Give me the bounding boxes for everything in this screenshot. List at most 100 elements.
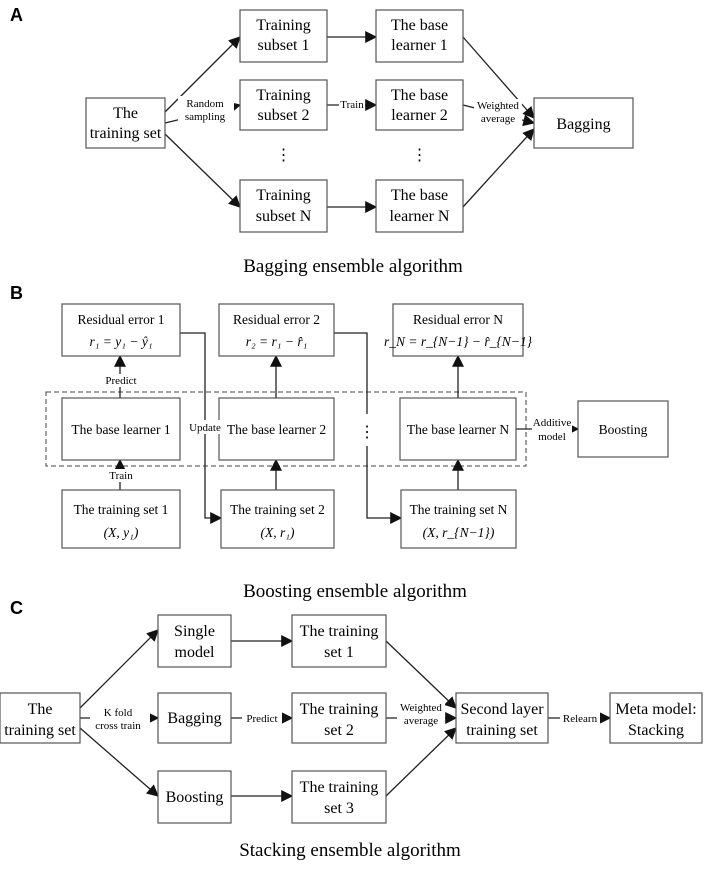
second-layer-label-line1: Second layer xyxy=(460,701,544,718)
residual-2-formula: r₂ = r₁ − r̂₁ xyxy=(246,334,308,349)
box-residual-n xyxy=(392,303,524,357)
train-label: Train xyxy=(340,99,364,111)
c-boosting-label: Boosting xyxy=(166,789,224,806)
c-predict-label-bg xyxy=(242,711,282,725)
boost-trainset-n-formula: (X, r_{N−1}) xyxy=(423,525,495,540)
meta-model-label-line2: Stacking xyxy=(628,722,684,739)
c-trainset-3-label-line1: The training xyxy=(300,779,379,796)
update-label: Update xyxy=(189,422,221,434)
boost-trainset-n-title: The training set N xyxy=(410,502,508,517)
connector-c-trainingset-boosting xyxy=(79,727,159,797)
box-c-training-set xyxy=(0,692,81,744)
meta-model-label-line1: Meta model: xyxy=(615,701,696,718)
box-boost-trainset-n xyxy=(400,489,517,549)
sampling-label-bg xyxy=(178,96,234,124)
boost-trainset-1-title: The training set 1 xyxy=(74,502,169,517)
connector-c-trainset3-second xyxy=(385,727,457,797)
single-model-label-line1: Single xyxy=(174,623,215,640)
panel-b-letter: B xyxy=(10,283,23,303)
box-boost-learner-n xyxy=(399,397,517,461)
boost-ellipsis: ⋮ xyxy=(359,424,375,441)
learner-n-label-line2: learner N xyxy=(390,208,450,225)
c-trainset-3-label-line2: set 3 xyxy=(324,800,354,817)
train-label-bg xyxy=(339,97,365,111)
box-learner-n xyxy=(375,179,464,233)
panel-b-title: Boosting ensemble algorithm xyxy=(243,581,467,602)
box-c-trainset-3 xyxy=(291,770,387,824)
relearn-label-bg xyxy=(560,711,600,725)
subset-2-label-line2: subset 2 xyxy=(258,107,310,124)
panel-c: C The training set Single model Bagging … xyxy=(0,598,703,861)
boost-train-label: Train xyxy=(109,470,133,482)
c-trainset-2-label-line2: set 2 xyxy=(324,722,354,739)
box-subset-2 xyxy=(239,79,328,131)
random-sampling-label-line2: sampling xyxy=(185,111,226,123)
predict-label: Predict xyxy=(105,375,136,387)
box-c-trainset-2 xyxy=(291,692,387,744)
residual-1-title: Residual error 1 xyxy=(78,312,165,327)
learner-1-label-line1: The base xyxy=(391,17,448,34)
c-trainset-2-label-line1: The training xyxy=(300,701,379,718)
additive-model-label-line1: Additive xyxy=(533,417,572,429)
c-weighted-label-bg xyxy=(397,701,445,731)
c-predict-label: Predict xyxy=(246,713,277,725)
box-boost-trainset-2 xyxy=(220,489,335,549)
c-weighted-label-line2: average xyxy=(404,715,438,727)
kfold-label-line2: cross train xyxy=(95,720,141,732)
panel-b: B Residual error 1 r₁ = y₁ − ŷ₁ Residual… xyxy=(10,283,669,602)
training-set-label-line2: training set xyxy=(90,125,162,142)
panel-c-title: Stacking ensemble algorithm xyxy=(239,840,461,861)
box-c-boosting xyxy=(157,770,232,824)
connector-trainingset-subsetn xyxy=(164,133,241,208)
box-second-layer xyxy=(455,692,549,744)
c-training-set-label-line1: The xyxy=(28,701,53,718)
boost-learner-1-label: The base learner 1 xyxy=(71,422,170,437)
box-boost-trainset-1 xyxy=(61,489,181,549)
connector-c-trainset1-second xyxy=(385,640,457,709)
subset-n-label-line2: subset N xyxy=(256,208,312,225)
box-residual-1 xyxy=(61,303,181,357)
boost-train-label-bg xyxy=(108,469,134,482)
kfold-label-line1: K fold xyxy=(104,707,133,719)
panel-a-title: Bagging ensemble algorithm xyxy=(243,256,463,277)
subset-1-label-line1: Training xyxy=(256,17,311,34)
boost-trainset-2-formula: (X, r₁) xyxy=(261,525,295,540)
box-single-model xyxy=(157,614,232,668)
box-c-trainset-1 xyxy=(291,614,387,668)
boost-ellipsis-bg xyxy=(357,414,377,446)
c-trainset-1-label-line1: The training xyxy=(300,623,379,640)
connector-learner1-bagging xyxy=(462,36,535,119)
additive-model-label-line2: model xyxy=(538,431,566,443)
weighted-average-label-line2: average xyxy=(481,113,515,125)
predict-label-bg xyxy=(104,374,138,387)
box-subset-n xyxy=(239,179,328,233)
connector-learnern-bagging xyxy=(462,128,535,208)
boost-learner-2-label: The base learner 2 xyxy=(227,422,326,437)
boost-trainset-2-title: The training set 2 xyxy=(230,502,325,517)
residual-1-formula: r₁ = y₁ − ŷ₁ xyxy=(89,334,152,349)
learner-n-label-line1: The base xyxy=(391,187,448,204)
boost-trainset-1-formula: (X, y₁) xyxy=(104,525,139,540)
box-boost-learner-1 xyxy=(61,397,181,461)
connector-trainingset-subset1 xyxy=(164,36,241,113)
residual-2-title: Residual error 2 xyxy=(233,312,320,327)
subset-n-label-line1: Training xyxy=(256,187,311,204)
box-c-bagging xyxy=(157,692,232,744)
panel-c-letter: C xyxy=(10,598,23,618)
box-subset-1 xyxy=(239,9,328,63)
random-sampling-label-line1: Random xyxy=(186,98,224,110)
c-trainset-1-label-line2: set 1 xyxy=(324,644,354,661)
residual-n-formula: r_N = r_{N−1} − r̂_{N−1} xyxy=(384,334,533,349)
box-learner-1 xyxy=(375,9,464,63)
training-set-label-line1: The xyxy=(113,105,138,122)
panel-a-letter: A xyxy=(10,5,23,25)
box-bagging xyxy=(533,97,634,149)
panel-a: A The training set Training subset 1 Tra… xyxy=(10,5,634,277)
bagging-output-label: Bagging xyxy=(556,116,610,133)
update-label-bg xyxy=(186,420,224,434)
subset-2-label-line1: Training xyxy=(256,87,311,104)
single-model-label-line2: model xyxy=(175,644,216,661)
subset-1-label-line2: subset 1 xyxy=(258,37,310,54)
box-boosting xyxy=(577,400,669,458)
connector-c-trainingset-single xyxy=(79,629,159,709)
